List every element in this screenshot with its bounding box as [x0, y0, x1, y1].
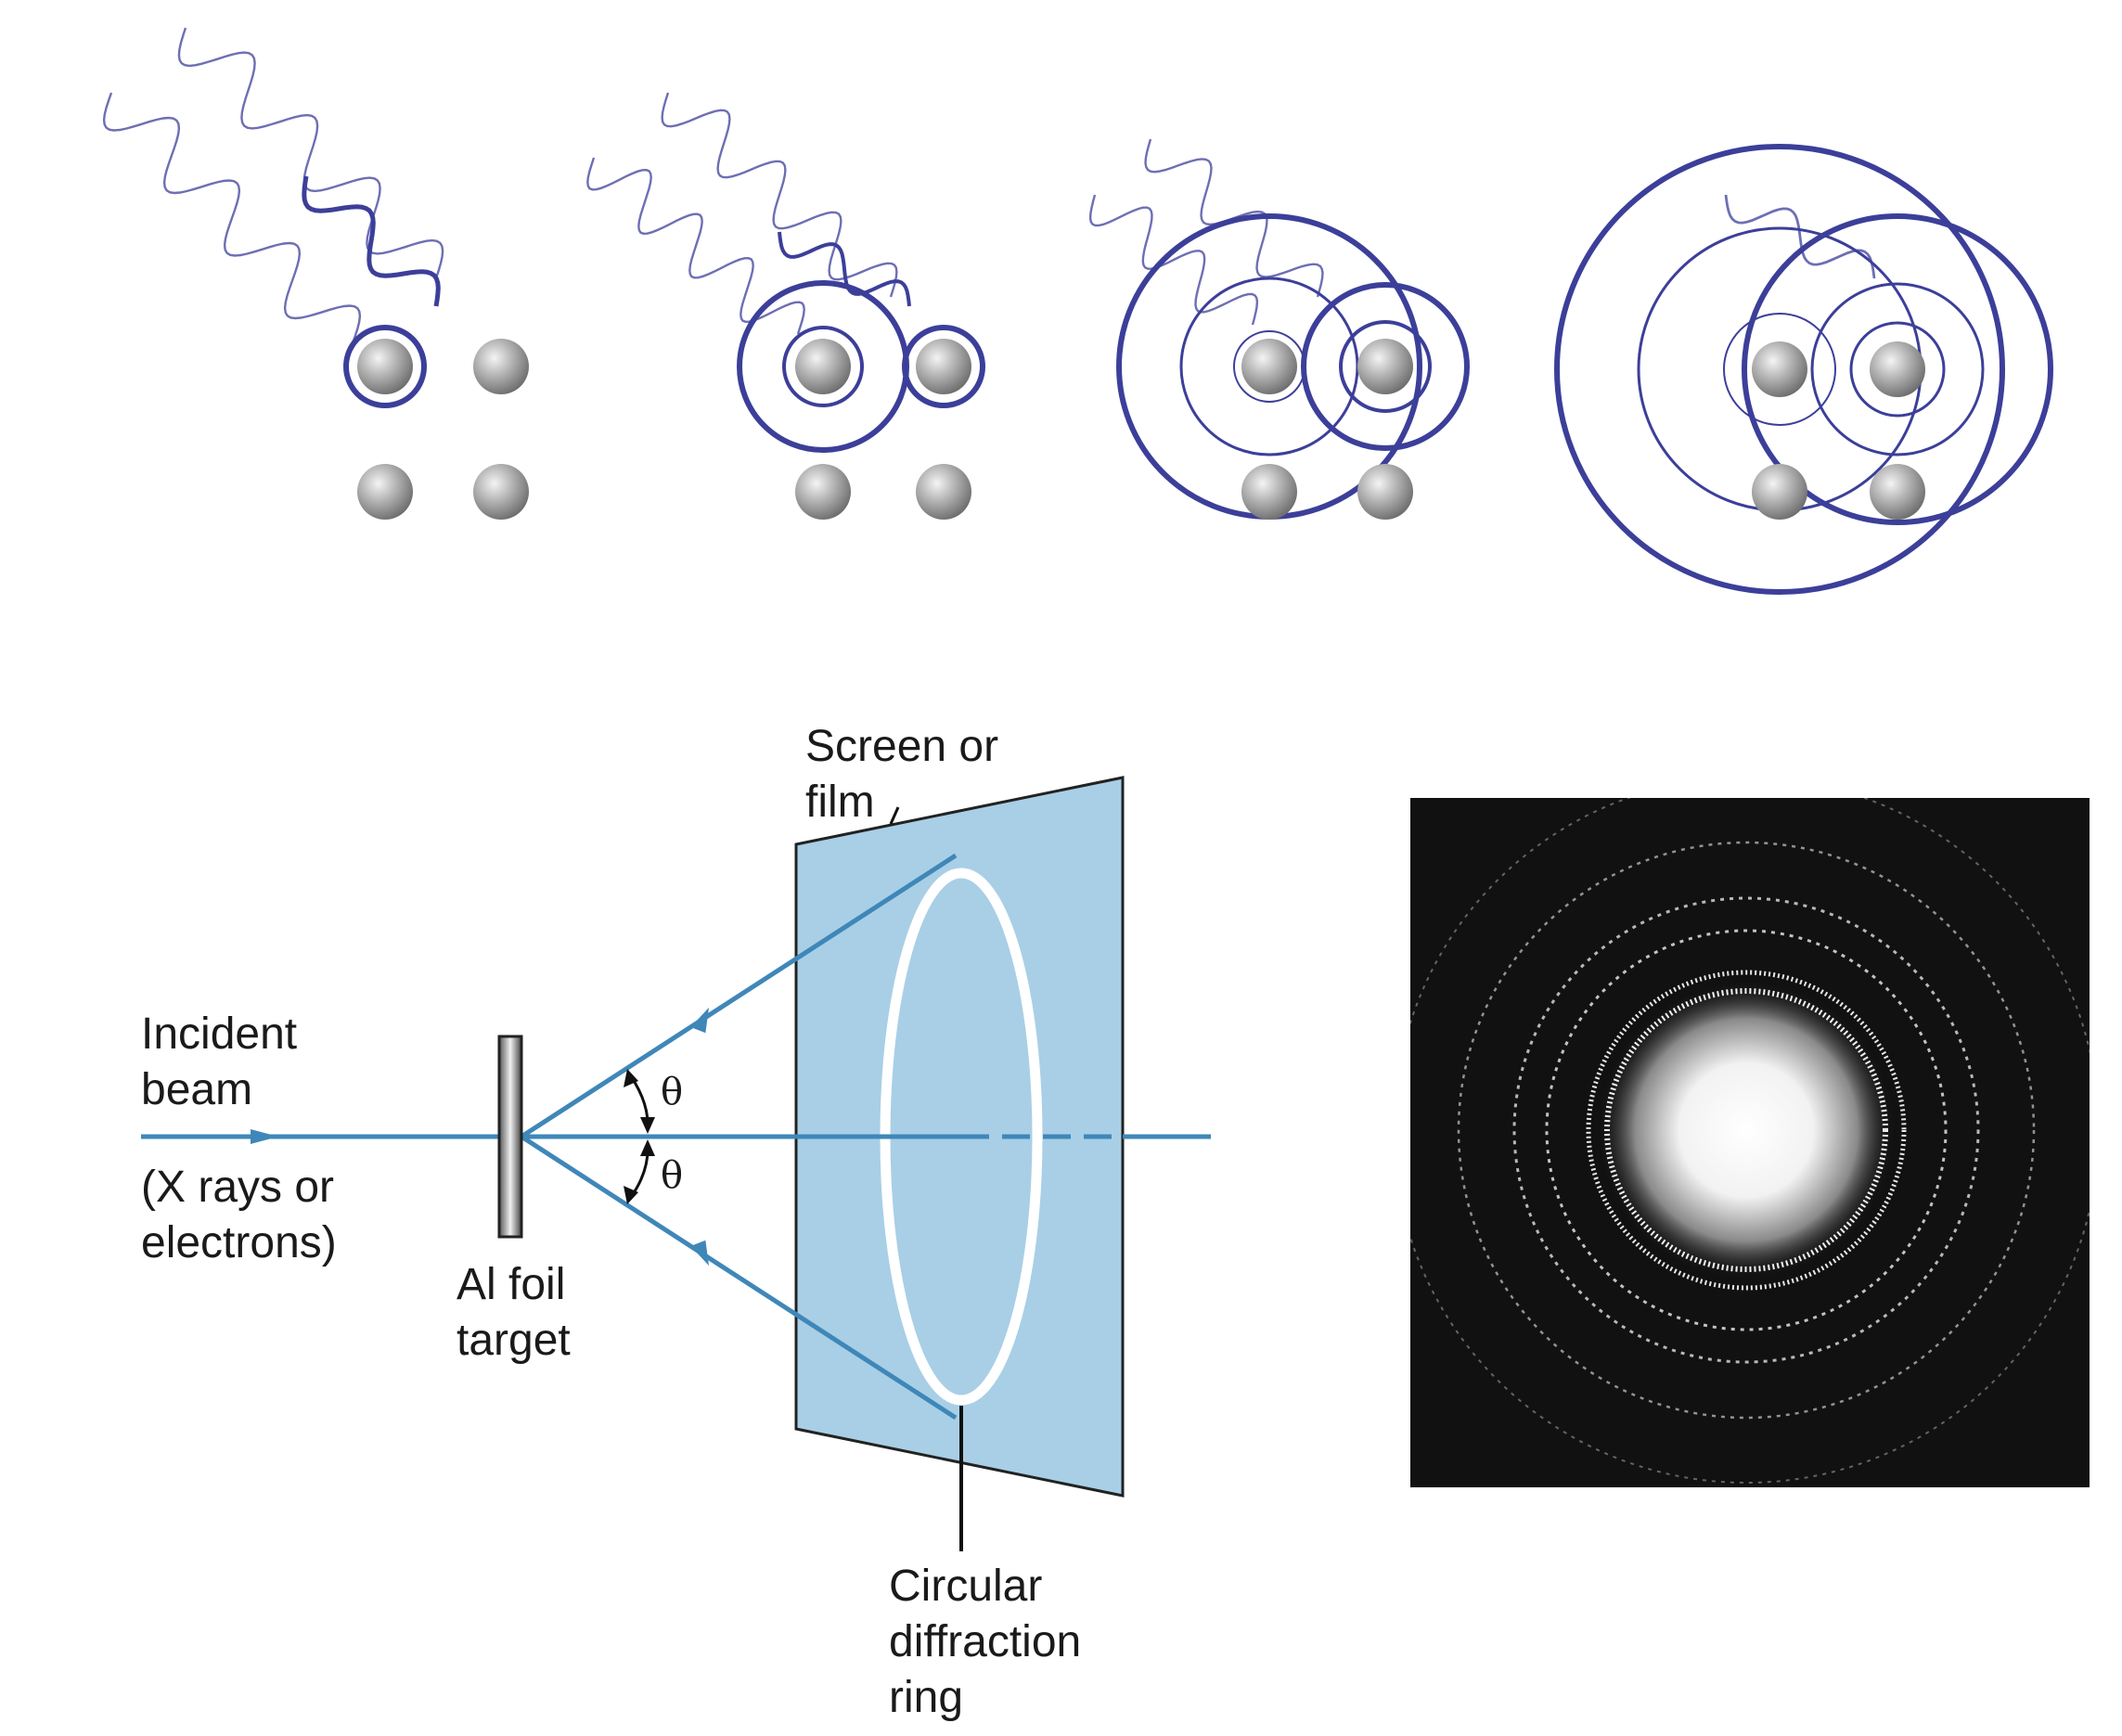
scattered-wavelet	[1742, 213, 2053, 525]
atom	[795, 339, 851, 394]
incident-wave	[102, 92, 362, 344]
scattered-wavelet	[1301, 282, 1470, 451]
diffracted-arrow-upper	[690, 1007, 710, 1034]
wavelet-stage-1	[102, 27, 529, 520]
scattered-wavelet	[1554, 144, 2005, 595]
diffracted-arrow-lower	[690, 1240, 710, 1267]
screen-label-line-2: film	[805, 778, 875, 827]
ring-label-line-1: Circular	[889, 1562, 1042, 1611]
atom	[357, 464, 413, 520]
scattered-wavelet	[343, 325, 427, 408]
atom	[1752, 341, 1807, 397]
diffraction-pattern-photo	[1393, 777, 2100, 1487]
incident-wave	[661, 92, 898, 298]
atom	[473, 339, 529, 394]
atom	[1870, 341, 1925, 397]
wavelet-stage-4	[1554, 144, 2053, 595]
wavelet-stage-2	[586, 92, 985, 520]
diffraction-ring-photo	[1457, 841, 2036, 1420]
beam-type-label: (X rays or electrons)	[141, 1163, 346, 1267]
foil-label-line-1: Al foil	[457, 1260, 565, 1309]
atom	[473, 464, 529, 520]
incident-wave	[1088, 194, 1259, 326]
incident-wave	[586, 157, 805, 335]
angle-arrowhead-lower-b	[624, 1186, 638, 1204]
pattern-rings	[1393, 777, 2100, 1484]
incident-wave	[177, 27, 444, 279]
scattered-wavelet	[782, 326, 864, 407]
central-glow	[1598, 982, 1895, 1279]
ring-label: Circular diffraction ring	[889, 1562, 1094, 1722]
atom	[357, 339, 413, 394]
diffracted-beam-upper	[520, 853, 958, 1139]
ring-label-line-3: ring	[889, 1673, 963, 1722]
foil-label: Al foil target	[457, 1260, 578, 1365]
angle-arrowhead-upper-b	[640, 1117, 655, 1134]
beam-type-line-2: electrons)	[141, 1218, 337, 1267]
incident-beam-line-1: Incident	[141, 1009, 297, 1059]
screen-leader-line	[889, 806, 900, 825]
incident-beam-arrow	[251, 1129, 278, 1144]
incident-wave-front	[778, 231, 911, 307]
angle-arrowhead-lower-a	[640, 1139, 655, 1156]
scattered-wavelet	[1339, 320, 1432, 413]
incident-beam-label: Incident beam	[141, 1009, 309, 1114]
ring-label-line-2: diffraction	[889, 1617, 1081, 1666]
scattered-wavelet	[1849, 321, 1946, 418]
atom	[1752, 464, 1807, 520]
diffraction-ring-photo	[1586, 970, 1907, 1291]
beam-type-line-1: (X rays or	[141, 1163, 334, 1212]
incident-wave	[1724, 194, 1876, 279]
incident-beam-line-2: beam	[141, 1065, 252, 1114]
atom	[916, 339, 971, 394]
atom	[1357, 464, 1413, 520]
diffraction-ring-photo	[1512, 896, 1980, 1364]
diffraction-ring-photo	[1545, 929, 1948, 1331]
diffracted-beam-lower	[520, 1134, 958, 1421]
scattered-wavelet	[1810, 282, 1985, 457]
diffraction-ring-photo	[1393, 777, 2100, 1484]
al-foil-target	[497, 1035, 523, 1239]
angle-arrowhead-upper-a	[624, 1069, 638, 1087]
atom	[1357, 339, 1413, 394]
atom	[1241, 464, 1297, 520]
atom	[916, 464, 971, 520]
foil-label-line-2: target	[457, 1316, 571, 1365]
diffraction-ring-photo	[1604, 988, 1888, 1272]
screen-label: Screen or film	[805, 722, 1010, 827]
wavelet-stages	[102, 27, 2053, 595]
screen-label-line-1: Screen or	[805, 722, 998, 771]
wavelet-stage-3	[1088, 138, 1470, 520]
theta-label-upper: θ	[661, 1071, 683, 1113]
atom	[1241, 339, 1297, 394]
incident-wave-front	[302, 175, 441, 307]
scattered-wavelet	[1723, 313, 1836, 426]
atom	[1870, 464, 1925, 520]
theta-label-lower: θ	[661, 1154, 683, 1197]
scattered-wavelet	[902, 325, 985, 408]
diffraction-setup: Screen or film Incident beam (X rays or …	[141, 722, 1211, 1722]
atom	[795, 464, 851, 520]
